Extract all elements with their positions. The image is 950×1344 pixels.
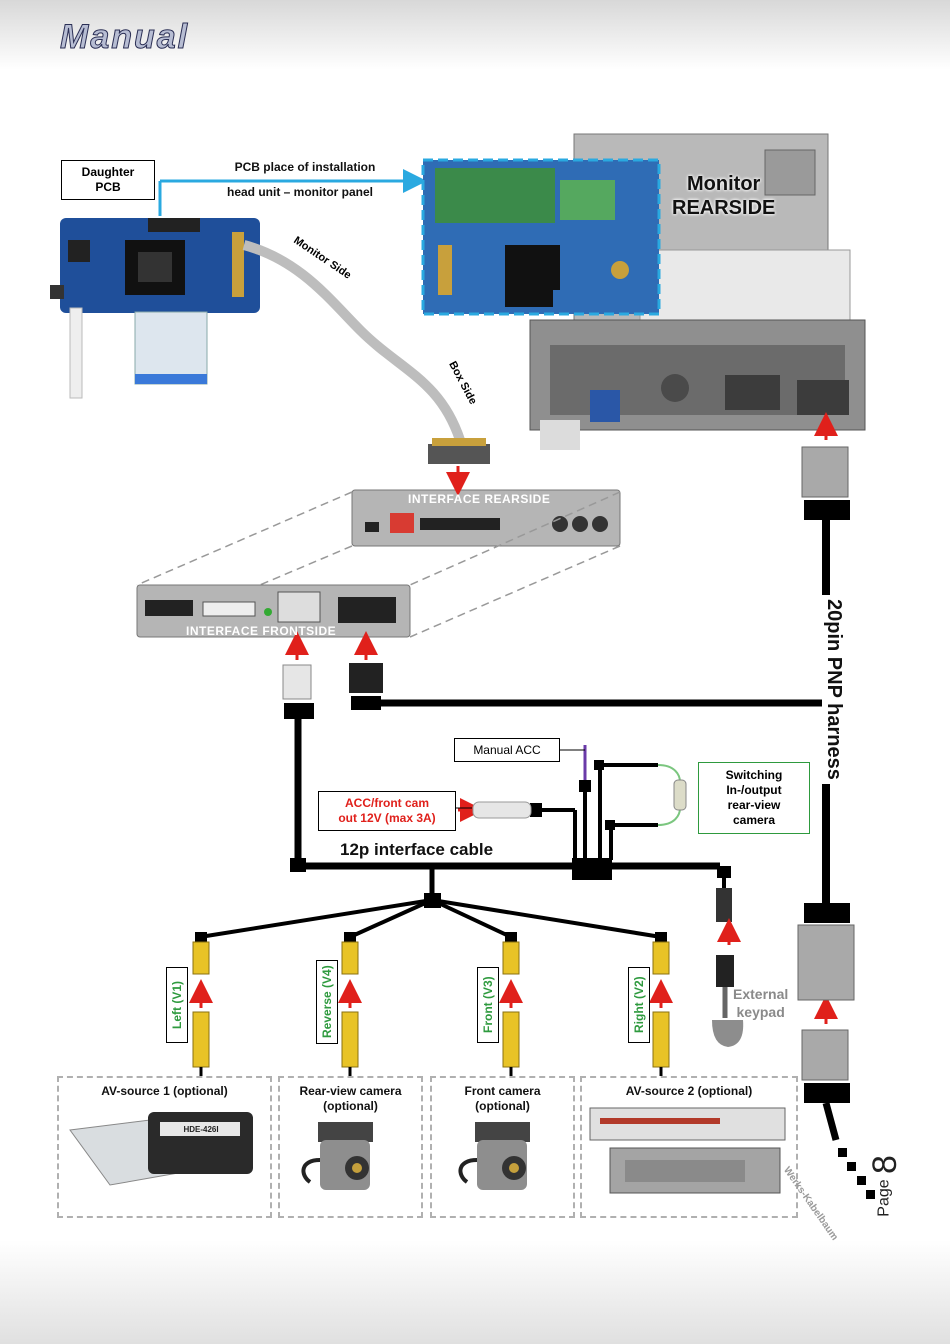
monitor-rearside-label: Monitor REARSIDE <box>672 173 776 219</box>
manual-acc-label: Manual ACC <box>454 738 560 762</box>
av-source-1-image <box>69 1112 253 1186</box>
rca-plug-left <box>189 932 213 1076</box>
daughter-pcb-image <box>50 218 260 399</box>
daughter-pcb-label: Daughter PCB <box>61 160 155 200</box>
header-title: Manual <box>59 18 190 57</box>
video-input-left-label: Left (V1) <box>166 967 188 1043</box>
interface-rearside-label: INTERFACE REARSIDE <box>408 492 551 506</box>
front-camera-title: Front camera (optional) <box>464 1084 541 1113</box>
av-source-2-image <box>589 1107 786 1194</box>
page-word: Page <box>875 1179 893 1217</box>
external-keypad-label: External keypad <box>733 986 789 1020</box>
page-number: 8 Page <box>866 1145 914 1217</box>
av-source-2-title: AV-source 2 (optional) <box>625 1084 753 1098</box>
box-side-connector <box>428 444 490 464</box>
rca-plug-front <box>499 932 523 1076</box>
monitor-pcb-inset <box>421 158 661 316</box>
rear-view-camera-box <box>278 1076 423 1218</box>
acc-front-cam-label: ACC/front cam out 12V (max 3A) <box>318 791 456 831</box>
interface-frontside-image <box>136 584 411 638</box>
front-camera-image <box>458 1122 530 1190</box>
page-number-digit: 8 <box>865 1155 904 1174</box>
front-camera-box <box>430 1076 575 1218</box>
interface-frontside-label: INTERFACE FRONTSIDE <box>186 624 337 638</box>
video-input-right-label: Right (V2) <box>628 967 650 1043</box>
ribbon-cable <box>242 240 465 442</box>
interface-cable-label: 12p interface cable <box>340 840 494 859</box>
interface-rearside-image <box>351 489 621 547</box>
pnp-harness-label: 20pin PNP harness <box>822 595 845 784</box>
rear-view-camera-title: Rear-view camera (optional) <box>299 1084 402 1113</box>
pcb-installation-label: PCB place of installation <box>234 160 376 174</box>
switching-label: Switching In-/output rear-view camera <box>698 762 810 834</box>
rear-view-camera-image <box>301 1122 373 1190</box>
av-source-1-box <box>57 1076 272 1218</box>
av-source-1-device-text: HDE-426I <box>183 1125 219 1134</box>
head-unit-monitor-label: head unit – monitor panel <box>226 185 373 199</box>
av-source-2-box <box>580 1076 798 1218</box>
av-source-1-title: AV-source 1 (optional) <box>101 1084 228 1098</box>
rca-plug-right <box>649 932 673 1076</box>
rca-plug-reverse <box>338 932 362 1076</box>
video-input-reverse-label: Reverse (V4) <box>316 960 338 1044</box>
video-input-front-label: Front (V3) <box>477 967 499 1043</box>
